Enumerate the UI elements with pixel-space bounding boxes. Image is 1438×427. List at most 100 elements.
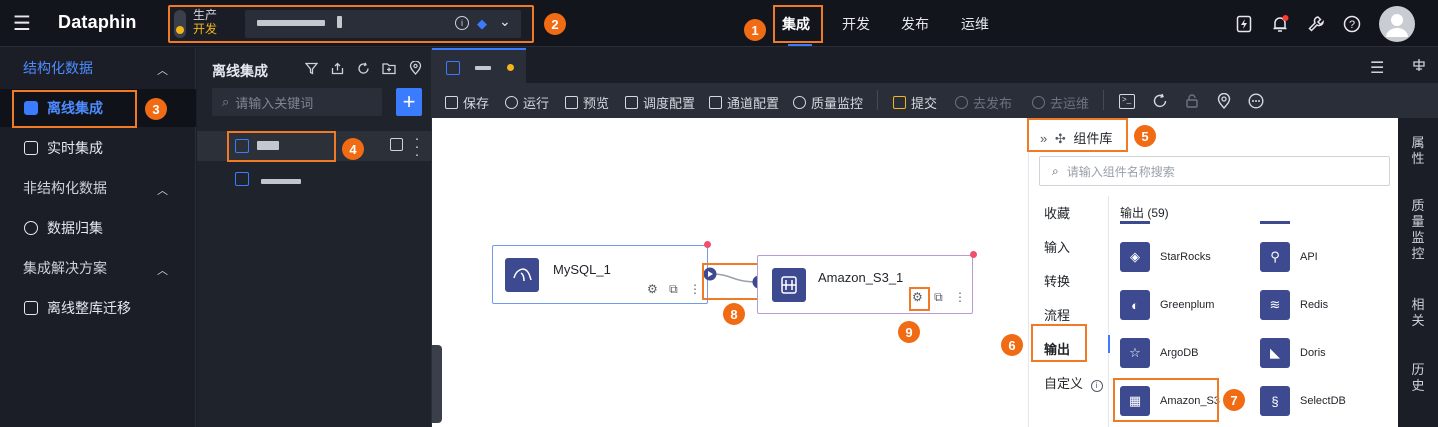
- expand-icon[interactable]: »: [1040, 131, 1048, 146]
- section-unstructured[interactable]: 非结构化数据︿: [0, 169, 196, 207]
- refresh-icon[interactable]: [1152, 93, 1168, 109]
- tree-item[interactable]: [197, 164, 432, 194]
- location-icon[interactable]: [407, 60, 423, 76]
- submit-button[interactable]: 提交: [893, 93, 937, 112]
- nav-tab-publish[interactable]: 发布: [901, 16, 929, 32]
- lock-icon[interactable]: [1184, 93, 1200, 109]
- node-toolbar[interactable]: ⚙ ⧉ ⋮: [647, 282, 705, 296]
- quality-icon: [793, 96, 806, 109]
- component-api[interactable]: ⚲API: [1260, 242, 1318, 272]
- refresh-icon[interactable]: [355, 60, 371, 76]
- menu-icon[interactable]: ☰: [13, 13, 31, 35]
- help-icon[interactable]: ?: [1342, 14, 1362, 34]
- task-name-redacted: [257, 141, 279, 150]
- chevron-down-icon[interactable]: ⌄: [499, 13, 511, 29]
- search-icon: ⌕: [222, 94, 230, 109]
- more-icon[interactable]: [1248, 93, 1264, 109]
- save-button[interactable]: 保存: [445, 93, 489, 112]
- wrench-icon[interactable]: [1306, 14, 1326, 34]
- category-output[interactable]: 输出: [1044, 342, 1071, 357]
- target-node[interactable]: Amazon_S3_1 ⚙ ⧉ ⋮: [757, 255, 973, 314]
- component-label: Amazon_S3: [1160, 395, 1220, 407]
- location-icon[interactable]: [1216, 92, 1232, 110]
- component-selectdb[interactable]: § SelectDB: [1260, 386, 1346, 416]
- avatar[interactable]: [1379, 6, 1415, 42]
- more-icon[interactable]: ···: [414, 130, 420, 163]
- nav-tab-ops[interactable]: 运维: [961, 16, 989, 32]
- collapse-handle[interactable]: [432, 345, 442, 423]
- rail-tab-related[interactable]: 相关: [1411, 297, 1425, 328]
- channel-icon: [709, 96, 722, 109]
- list-icon[interactable]: ☰: [1370, 60, 1385, 77]
- component-amazon-s3[interactable]: ▦Amazon_S3: [1120, 386, 1220, 416]
- rail-tab-properties[interactable]: 属性: [1411, 135, 1425, 166]
- bell-icon[interactable]: [1270, 14, 1290, 34]
- category-custom-label: 自定义: [1044, 376, 1084, 391]
- component-icon-partial: [1260, 221, 1290, 224]
- app-logo[interactable]: Dataphin: [58, 12, 137, 32]
- schedule-icon: [625, 96, 638, 109]
- step-badge-9: 9: [898, 321, 920, 343]
- preview-button[interactable]: 预览: [565, 93, 609, 112]
- project-name-redacted: [337, 16, 342, 28]
- lightning-doc-icon[interactable]: [1234, 14, 1254, 34]
- editor-tab[interactable]: [432, 48, 526, 84]
- new-folder-icon[interactable]: [381, 60, 397, 76]
- nav-item-db-migration[interactable]: 离线整库迁移: [0, 289, 196, 327]
- add-button[interactable]: +: [396, 88, 422, 116]
- component-search-input[interactable]: ⌕ 请输入组件名称搜索: [1039, 156, 1390, 186]
- component-redis[interactable]: ≋Redis: [1260, 290, 1328, 320]
- section-solutions[interactable]: 集成解决方案︿: [0, 249, 196, 287]
- ops-button[interactable]: 去运维: [1032, 93, 1089, 112]
- env-label-prod[interactable]: 生产: [193, 8, 218, 22]
- component-doris[interactable]: ◣Doris: [1260, 338, 1326, 368]
- step-badge-2: 2: [544, 13, 566, 35]
- quality-monitor-button[interactable]: 质量监控: [793, 93, 863, 112]
- source-node[interactable]: MySQL_1 ⚙ ⧉ ⋮: [492, 245, 708, 304]
- component-argodb[interactable]: ☆ArgoDB: [1120, 338, 1199, 368]
- section-structured[interactable]: 结构化数据︿: [0, 49, 196, 87]
- info-icon[interactable]: i: [455, 16, 469, 30]
- copy-icon[interactable]: [390, 138, 403, 151]
- nav-item-realtime-integration[interactable]: 实时集成: [0, 129, 196, 167]
- component-icon-partial: [1120, 221, 1150, 224]
- component-label: SelectDB: [1300, 395, 1346, 407]
- layout-icon[interactable]: [1412, 58, 1426, 72]
- env-toggle[interactable]: [174, 10, 186, 38]
- filter-icon[interactable]: [303, 60, 319, 76]
- tree-item[interactable]: ···: [197, 130, 432, 163]
- component-library-header[interactable]: » ✣ 组件库: [1040, 128, 1112, 147]
- terminal-icon[interactable]: >_: [1119, 94, 1135, 109]
- offline-task-icon: [235, 172, 249, 186]
- nav-tab-develop[interactable]: 开发: [842, 16, 870, 32]
- rail-tab-quality[interactable]: 质量监控: [1411, 198, 1425, 261]
- argodb-icon: ☆: [1120, 338, 1150, 368]
- export-icon[interactable]: [329, 60, 345, 76]
- rail-tab-history[interactable]: 历史: [1411, 362, 1425, 393]
- category-favorites[interactable]: 收藏: [1044, 206, 1071, 221]
- category-flow[interactable]: 流程: [1044, 308, 1071, 323]
- pipeline-canvas[interactable]: MySQL_1 ⚙ ⧉ ⋮ 8 Amazon_S3_1 ⚙ ⧉ ⋮ 9: [432, 118, 1028, 427]
- project-selector[interactable]: i ◆ ⌄: [245, 10, 521, 38]
- component-starrocks[interactable]: ◈StarRocks: [1120, 242, 1211, 272]
- output-section-title: 输出 (59): [1120, 206, 1169, 220]
- component-search-placeholder: 请输入组件名称搜索: [1066, 164, 1175, 179]
- run-button[interactable]: 运行: [505, 93, 549, 112]
- component-greenplum[interactable]: ◐Greenplum: [1120, 290, 1214, 320]
- selectdb-icon: §: [1260, 386, 1290, 416]
- category-custom[interactable]: 自定义 i: [1044, 373, 1103, 392]
- tree-search-input[interactable]: ⌕ 请输入关键词: [212, 88, 382, 116]
- publish-button[interactable]: 去发布: [955, 93, 1012, 112]
- nav-tab-integration[interactable]: 集成: [782, 16, 810, 32]
- component-library-title: 组件库: [1073, 131, 1113, 146]
- env-label-dev[interactable]: 开发: [193, 22, 218, 36]
- nav-item-data-collection[interactable]: 数据归集: [0, 209, 196, 247]
- channel-config-button[interactable]: 通道配置: [709, 93, 779, 112]
- category-transform[interactable]: 转换: [1044, 274, 1071, 289]
- realtime-icon: [24, 141, 38, 155]
- category-input[interactable]: 输入: [1044, 240, 1071, 255]
- info-icon[interactable]: i: [1090, 380, 1103, 392]
- schedule-config-button[interactable]: 调度配置: [625, 93, 695, 112]
- node-toolbar[interactable]: ⚙ ⧉ ⋮: [912, 290, 970, 304]
- save-icon: [445, 96, 458, 109]
